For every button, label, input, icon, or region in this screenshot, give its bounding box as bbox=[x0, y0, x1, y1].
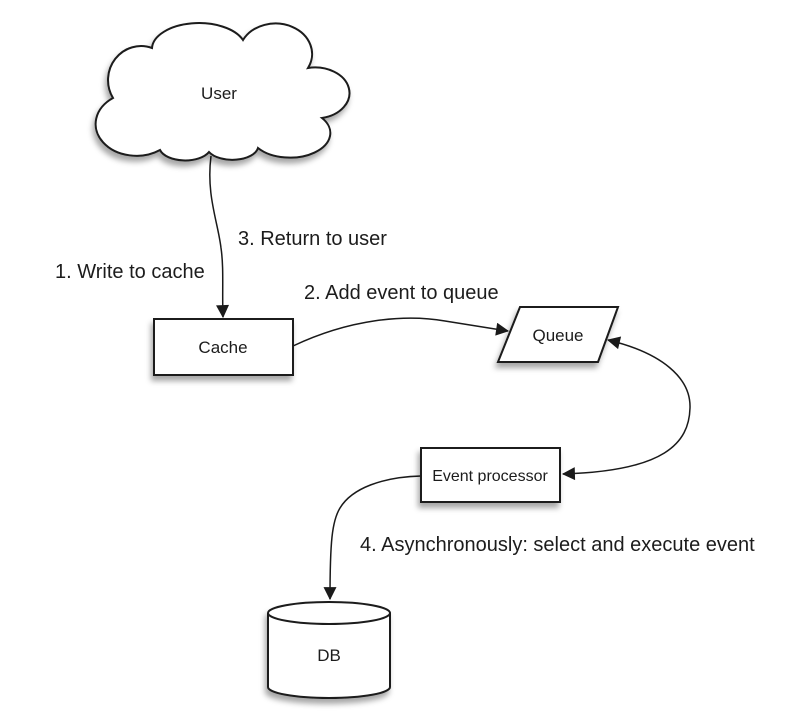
label-step-3: 3. Return to user bbox=[238, 228, 387, 250]
db-cylinder-body bbox=[267, 613, 391, 699]
edge-user-to-cache bbox=[209, 155, 230, 319]
label-step-1: 1. Write to cache bbox=[55, 261, 205, 283]
node-user: User bbox=[94, 22, 351, 162]
step-labels-layer: 1. Write to cache 2. Add event to queue … bbox=[55, 228, 755, 556]
node-label-event-processor: Event processor bbox=[432, 468, 548, 485]
label-step-2: 2. Add event to queue bbox=[304, 282, 499, 304]
label-step-4: 4. Asynchronously: select and execute ev… bbox=[360, 534, 755, 556]
node-cache: Cache bbox=[153, 318, 294, 376]
node-queue: Queue bbox=[496, 306, 620, 363]
node-label-cache: Cache bbox=[198, 338, 247, 357]
queue-parallelogram bbox=[496, 306, 620, 363]
cloud-shape bbox=[94, 22, 351, 162]
event-processor-box bbox=[420, 447, 561, 503]
edge-queue-event-processor-bidirectional bbox=[561, 336, 691, 481]
node-event-processor: Event processor bbox=[420, 447, 561, 503]
node-label-db: DB bbox=[317, 646, 341, 665]
node-label-queue: Queue bbox=[532, 326, 583, 345]
node-label-user: User bbox=[201, 84, 237, 103]
cache-box bbox=[153, 318, 294, 376]
db-cylinder-top bbox=[267, 601, 391, 625]
edges-layer bbox=[209, 155, 691, 601]
edge-event-processor-to-db bbox=[323, 475, 422, 601]
edge-cache-to-queue bbox=[292, 317, 510, 347]
node-db: DB bbox=[267, 601, 391, 699]
